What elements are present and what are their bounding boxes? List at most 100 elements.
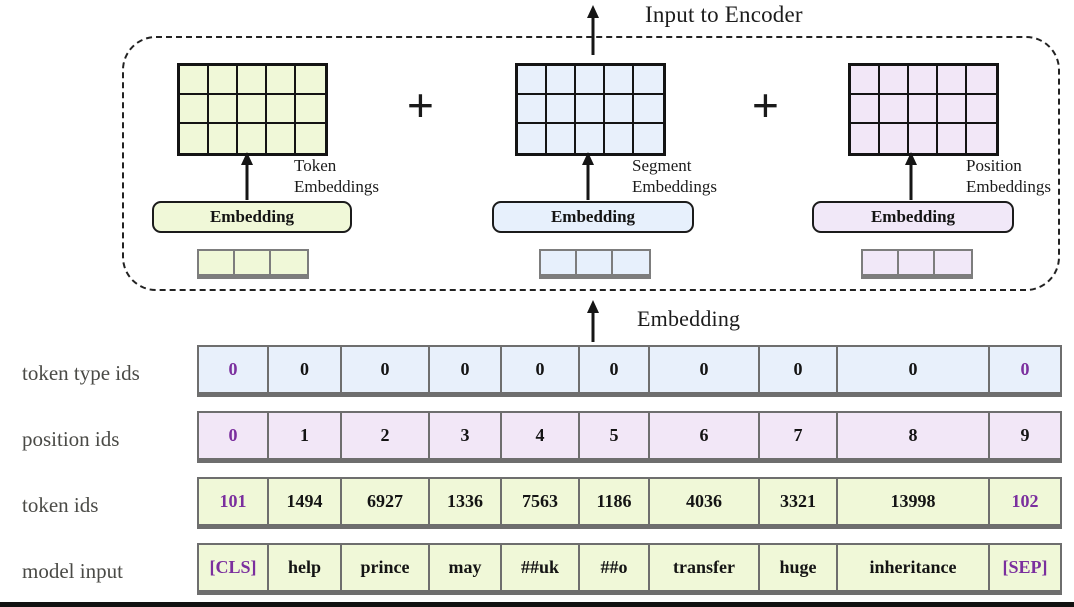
segment-input-strip	[539, 249, 651, 279]
token-matrix-cell	[267, 95, 296, 124]
table-cell: 0	[838, 347, 990, 392]
table-cell: 5	[580, 413, 650, 458]
row-label-model-input: model input	[22, 559, 123, 583]
token-matrix-cell	[180, 95, 209, 124]
table-cell: 0	[650, 347, 760, 392]
token-matrix-cell	[267, 124, 296, 153]
table-cell: ##uk	[502, 545, 580, 590]
segment-strip-cell	[541, 251, 577, 274]
table-cell: 2	[342, 413, 430, 458]
table-cell: 13998	[838, 479, 990, 524]
segment-matrix-cell	[518, 95, 547, 124]
position-matrix-cell	[967, 124, 996, 153]
plus-operator-icon-1: +	[407, 79, 434, 131]
row-label-position-ids: position ids	[22, 427, 120, 451]
segment-strip-cell	[613, 251, 649, 274]
token-matrix-cell	[296, 66, 325, 95]
position-matrix-cell	[880, 124, 909, 153]
table-cell: 0	[760, 347, 838, 392]
segment-embeddings-caption-line2: Embeddings	[632, 177, 717, 196]
token-matrix-cell	[180, 66, 209, 95]
token-matrix-cell	[238, 66, 267, 95]
table-cell: inheritance	[838, 545, 990, 590]
table-cell: prince	[342, 545, 430, 590]
segment-matrix-cell	[634, 124, 663, 153]
segment-matrix-cell	[518, 124, 547, 153]
position-matrix-cell	[967, 66, 996, 95]
table-cell: 102	[990, 479, 1060, 524]
position-embeddings-caption: Position Embeddings	[966, 155, 1051, 197]
segment-embedding-arrow-icon	[580, 152, 596, 200]
position-strip-cell	[899, 251, 935, 274]
segment-embeddings-caption-line1: Segment	[632, 156, 692, 175]
position-matrix-cell	[880, 95, 909, 124]
segment-strip-cell	[577, 251, 613, 274]
table-cell: 0	[502, 347, 580, 392]
segment-matrix-cell	[576, 95, 605, 124]
position-matrix-cell	[909, 124, 938, 153]
position-matrix-cell	[938, 124, 967, 153]
token-embedding-layer-box[interactable]: Embedding	[152, 201, 352, 233]
table-cell: 8	[838, 413, 990, 458]
row-label-token-ids: token ids	[22, 493, 99, 517]
token-embeddings-caption-line2: Embeddings	[294, 177, 379, 196]
segment-matrix-cell	[605, 124, 634, 153]
table-cell: 1336	[430, 479, 502, 524]
token-matrix-cell	[238, 95, 267, 124]
token-embeddings-matrix	[177, 63, 328, 156]
segment-matrix-cell	[547, 95, 576, 124]
token-embeddings-caption-line1: Token	[294, 156, 337, 175]
table-cell: huge	[760, 545, 838, 590]
embedding-flow-label: Embedding	[637, 306, 741, 331]
position-embedding-layer-box[interactable]: Embedding	[812, 201, 1014, 233]
table-cell: 6	[650, 413, 760, 458]
segment-matrix-cell	[634, 66, 663, 95]
table-cell: 0	[430, 347, 502, 392]
position-strip-cell	[863, 251, 899, 274]
token-matrix-cell	[238, 124, 267, 153]
token-matrix-cell	[296, 95, 325, 124]
table-cell: transfer	[650, 545, 760, 590]
embedding-input-arrow-icon	[585, 300, 601, 342]
token-strip-cell	[271, 251, 307, 274]
segment-embeddings-matrix	[515, 63, 666, 156]
token-matrix-cell	[296, 124, 325, 153]
row-label-token-type-ids: token type ids	[22, 361, 140, 385]
table-cell: 101	[199, 479, 269, 524]
position-embeddings-caption-line1: Position	[966, 156, 1022, 175]
segment-matrix-cell	[605, 95, 634, 124]
position-matrix-cell	[909, 95, 938, 124]
position-matrix-cell	[851, 95, 880, 124]
table-cell: may	[430, 545, 502, 590]
table-cell: [CLS]	[199, 545, 269, 590]
table-cell: 0	[199, 347, 269, 392]
table-cell: help	[269, 545, 342, 590]
token-matrix-cell	[209, 66, 238, 95]
position-matrix-cell	[938, 95, 967, 124]
segment-matrix-cell	[518, 66, 547, 95]
position-embeddings-matrix	[848, 63, 999, 156]
token-matrix-cell	[180, 124, 209, 153]
table-cell: [SEP]	[990, 545, 1060, 590]
token-matrix-cell	[209, 95, 238, 124]
segment-embedding-layer-box[interactable]: Embedding	[492, 201, 694, 233]
position-embedding-arrow-icon	[903, 152, 919, 200]
table-cell: 9	[990, 413, 1060, 458]
table-cell: 3	[430, 413, 502, 458]
table-cell: 0	[990, 347, 1060, 392]
table-cell: 1186	[580, 479, 650, 524]
table-cell: 4	[502, 413, 580, 458]
table-cell: 6927	[342, 479, 430, 524]
position-matrix-cell	[851, 124, 880, 153]
table-cell: 0	[269, 347, 342, 392]
token-embedding-arrow-icon	[239, 152, 255, 200]
